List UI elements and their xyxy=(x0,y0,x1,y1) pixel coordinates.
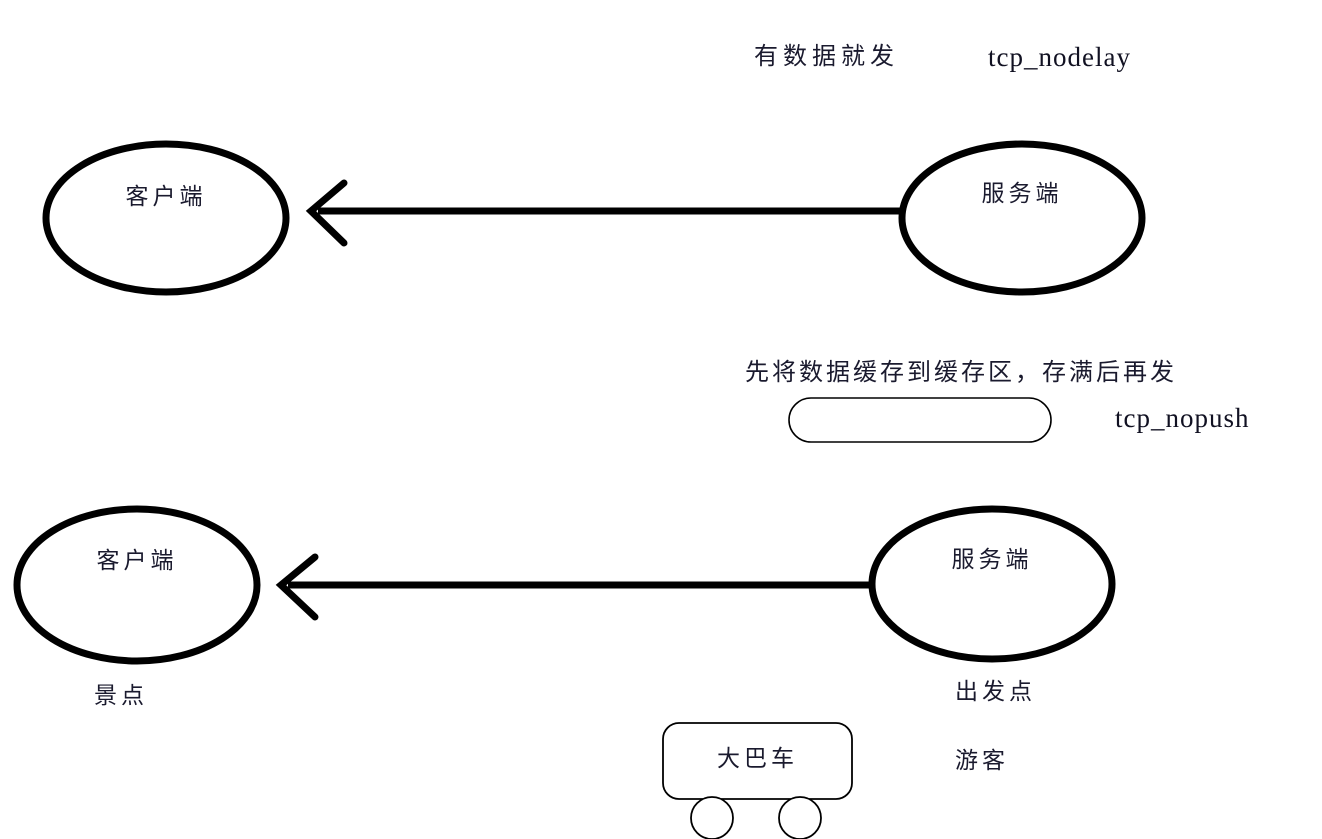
bus-wheel-front xyxy=(690,796,734,839)
bus-label: 大巴车 xyxy=(717,746,798,771)
buffer-box-shape xyxy=(788,397,1052,443)
bottom-client-ellipse-shape xyxy=(13,505,261,665)
bus-shape xyxy=(662,722,853,839)
top-annotation-tcp-nodelay: tcp_nodelay xyxy=(988,42,1131,72)
bottom-annotation-chinese: 先将数据缓存到缓存区，存满后再发 xyxy=(745,360,1177,386)
bottom-arrow-head xyxy=(275,553,319,621)
top-server-ellipse-shape xyxy=(898,140,1146,296)
bottom-annotation-tcp-nopush: tcp_nopush xyxy=(1115,403,1250,433)
bus-group[interactable]: 大巴车 xyxy=(660,720,920,839)
bus-body xyxy=(662,722,853,800)
top-annotation-chinese: 有数据就发 xyxy=(754,44,899,70)
top-client-ellipse-shape xyxy=(42,140,290,296)
buffer-box[interactable] xyxy=(788,397,1052,443)
top-arrow-head xyxy=(305,179,348,247)
passenger-label: 游客 xyxy=(955,748,1009,773)
bottom-server-caption: 出发点 xyxy=(955,679,1036,704)
bus-wheel-rear xyxy=(778,796,822,839)
bottom-client-caption: 景点 xyxy=(94,683,148,708)
